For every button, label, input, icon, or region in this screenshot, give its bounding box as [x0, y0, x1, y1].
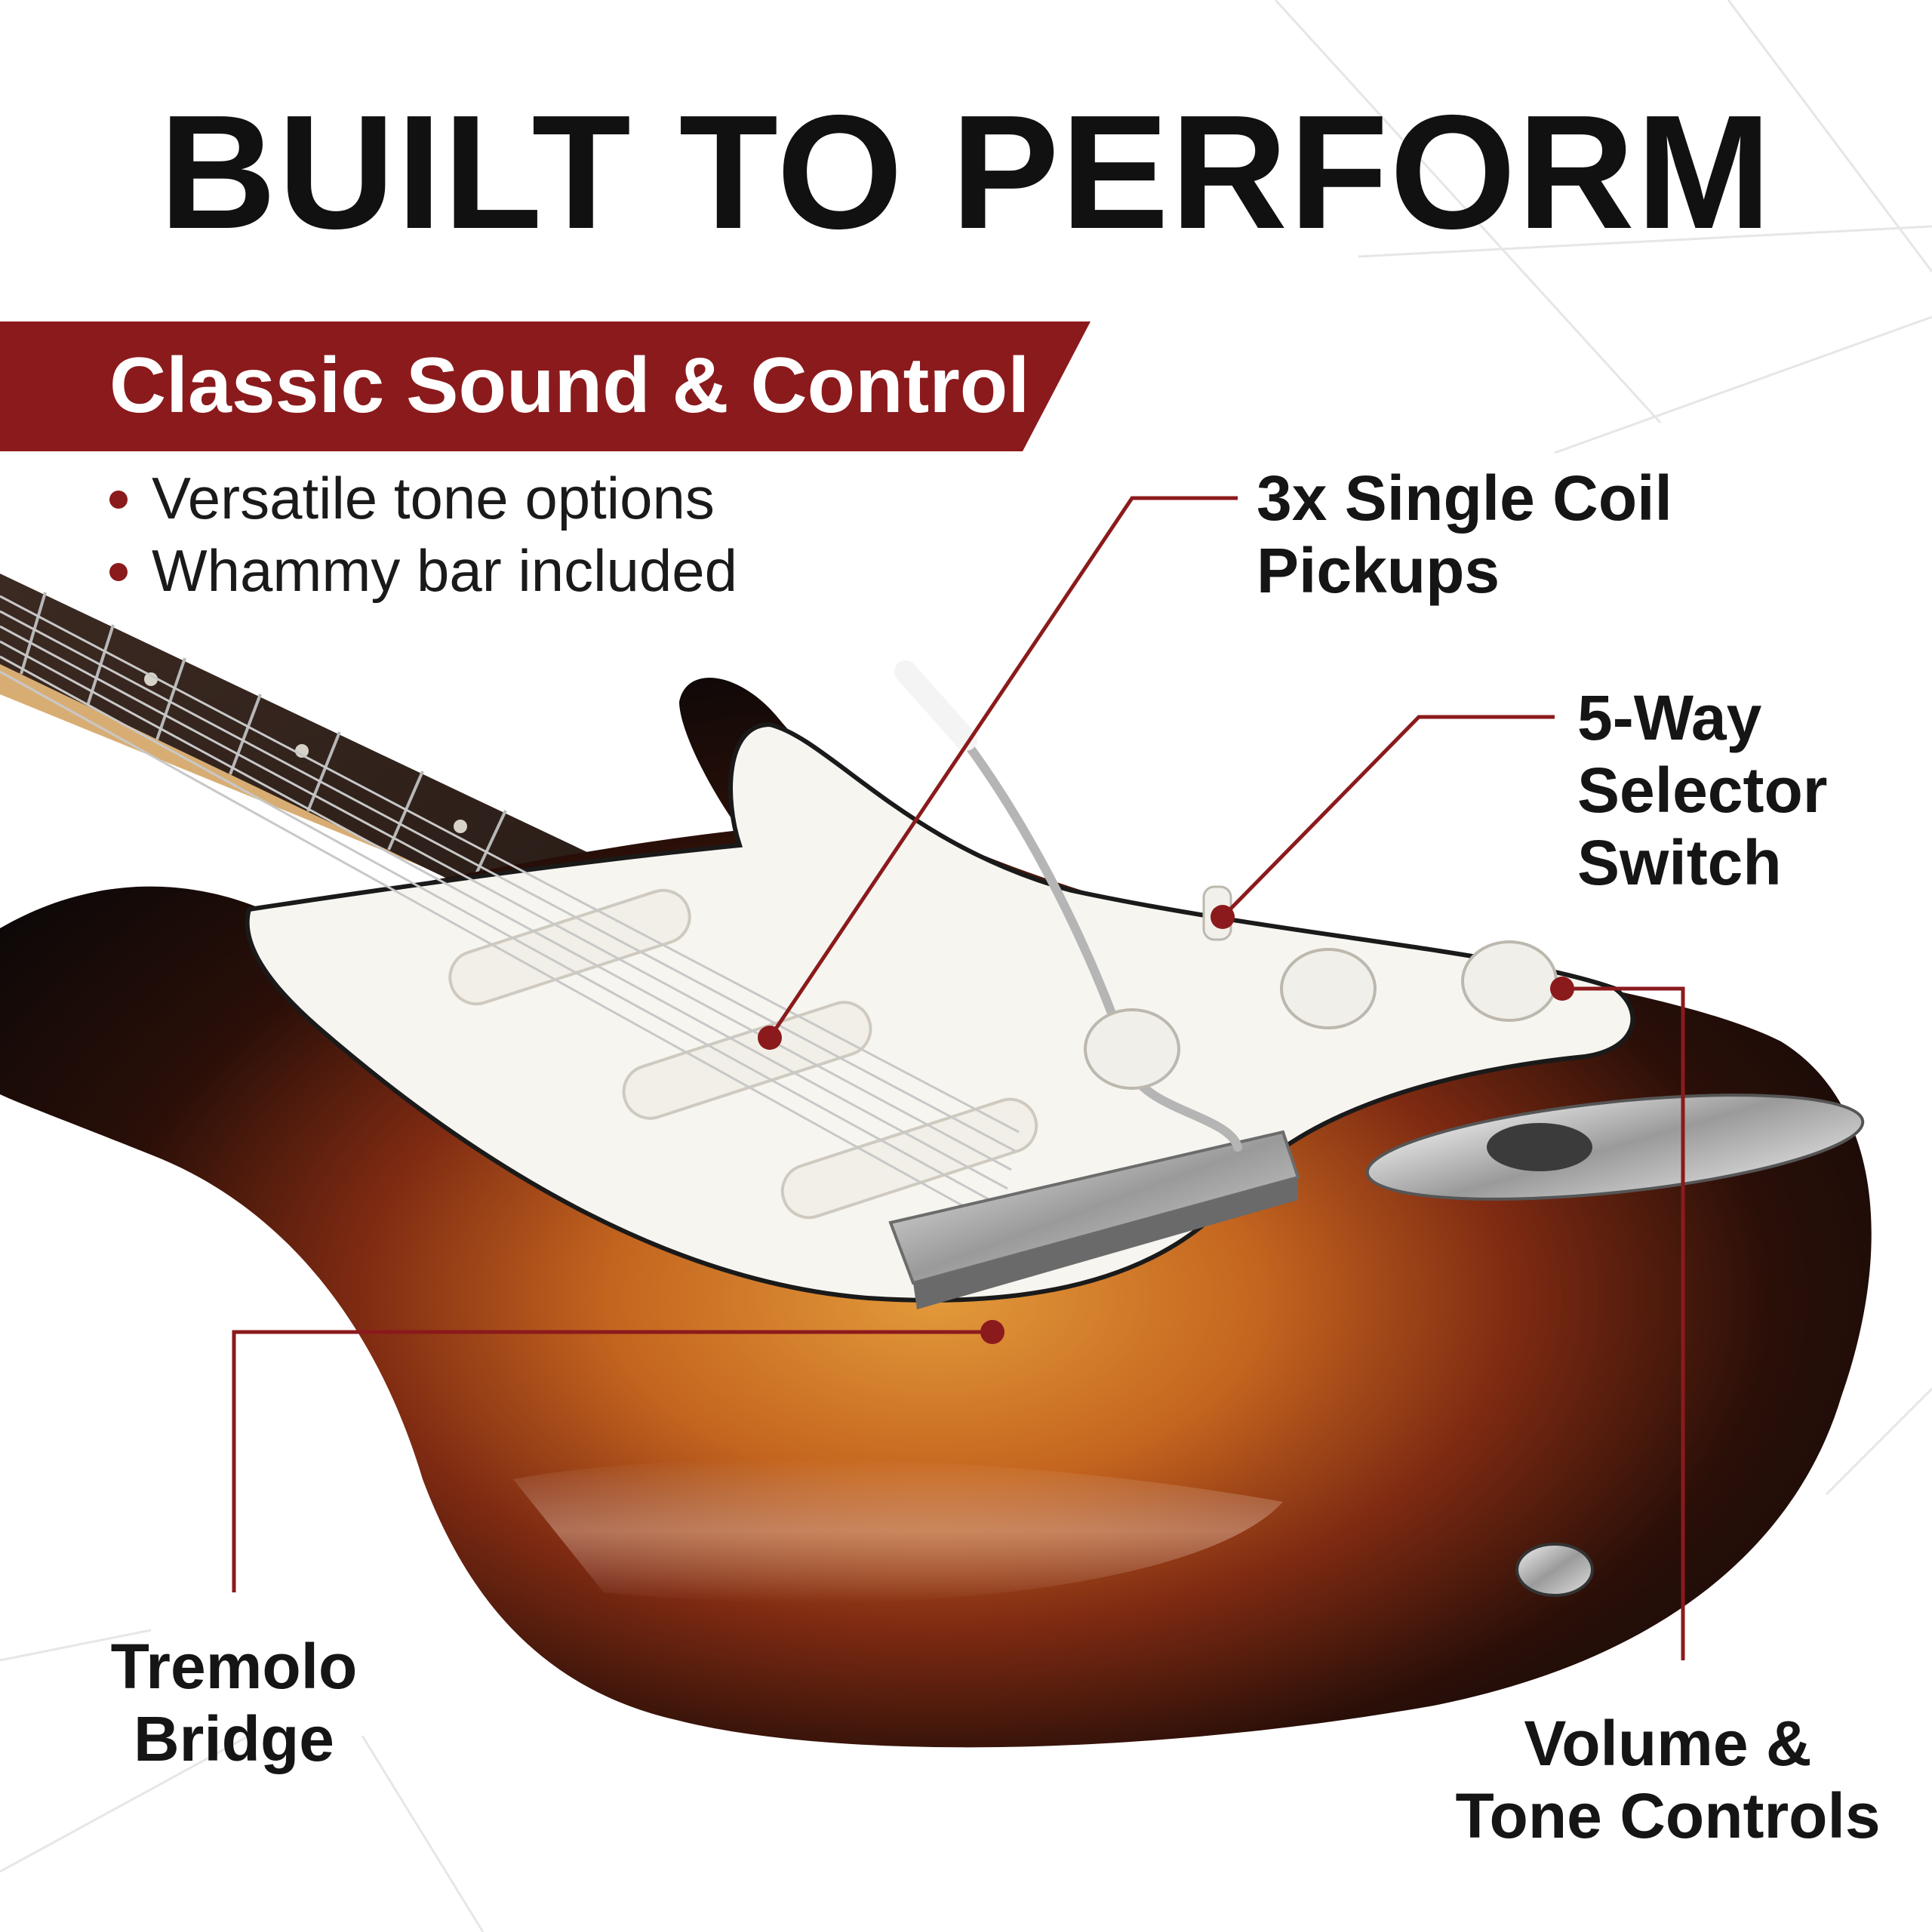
bullet-item: Versatile tone options	[109, 462, 737, 534]
bullet-text: Versatile tone options	[152, 465, 715, 531]
callout-line: Switch	[1577, 827, 1782, 898]
callout-line: 3x Single Coil	[1257, 463, 1672, 534]
jack-plate	[1365, 1094, 1865, 1201]
body-reflection	[513, 1458, 1283, 1603]
bullet-text: Whammy bar included	[152, 537, 737, 604]
callout-line: 5-Way	[1577, 682, 1762, 753]
callout-controls: Volume & Tone Controls	[1411, 1707, 1924, 1852]
whammy-bar	[905, 671, 1242, 1152]
pickguard	[245, 721, 1635, 1303]
banner-title: Classic Sound & Control	[109, 342, 1030, 429]
tremolo-bridge	[888, 1130, 1300, 1309]
callout-line: Tremolo	[110, 1631, 358, 1702]
whammy-bar-tip	[894, 660, 977, 751]
callout-line: Selector	[1577, 755, 1828, 826]
callout-pickups: 3x Single Coil Pickups	[1257, 462, 1672, 607]
bullet-item: Whammy bar included	[109, 534, 737, 607]
callout-line: Tone Controls	[1455, 1780, 1881, 1851]
bullet-dot-icon	[109, 491, 128, 509]
feature-bullets: Versatile tone options Whammy bar includ…	[109, 462, 737, 607]
frets	[20, 592, 507, 889]
headline: BUILT TO PERFORM	[158, 81, 1774, 263]
callout-line: Volume &	[1524, 1708, 1812, 1779]
strap-button	[1515, 1543, 1594, 1597]
callout-dots	[758, 905, 1574, 1344]
callout-lines	[232, 496, 1685, 1660]
callout-selector: 5-Way Selector Switch	[1577, 681, 1828, 899]
control-knobs	[1084, 940, 1558, 1090]
callout-line: Bridge	[133, 1703, 335, 1774]
fret-markers	[144, 672, 467, 833]
callout-tremolo: Tremolo Bridge	[60, 1630, 408, 1775]
section-banner	[0, 321, 1091, 451]
callout-line: Pickups	[1257, 535, 1500, 606]
strings	[0, 595, 1020, 1228]
bullet-dot-icon	[109, 563, 128, 581]
